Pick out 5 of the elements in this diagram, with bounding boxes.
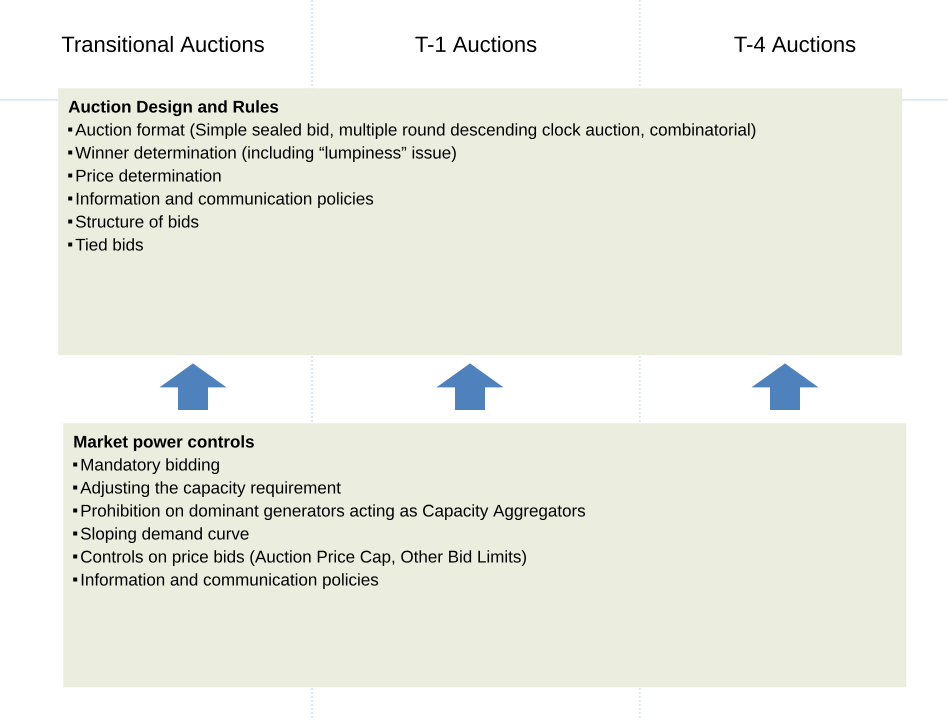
text-box: Auction Design and Rules Auction format (Simple sealed bid, multiple round descending clock auction, combinatorial) Winner determination (including “lumpiness” issue) Price determination Information and communication policies Structure of bids Tied bids bbox=[58, 88, 902, 356]
column-heading: Transitional Auctions bbox=[62, 36, 264, 52]
column-heading: T-4 Auctions bbox=[734, 36, 856, 52]
text-box: Market power controls Mandatory bidding Adjusting the capacity requirement Prohibition on dominant generators acting as Capacity Aggregators Sloping demand curve Controls on price bids (Auction Price Cap, Other Bid Limits) Information and communication policies bbox=[63, 423, 906, 688]
column-heading: T-1 Auctions bbox=[415, 36, 536, 52]
